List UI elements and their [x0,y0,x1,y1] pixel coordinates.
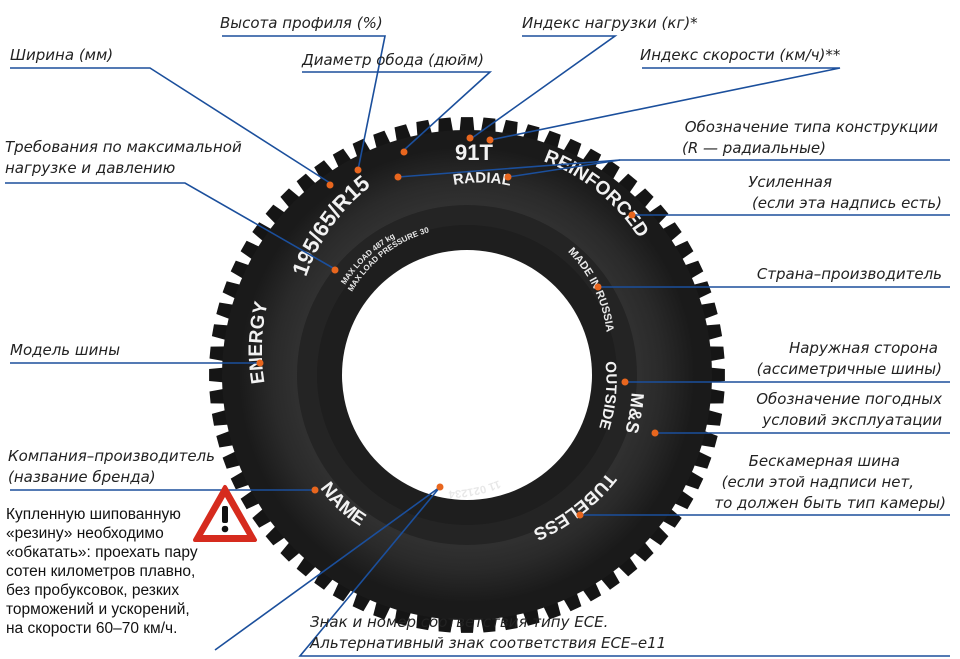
marker-radial [504,173,512,181]
marker-reinforced [628,211,636,219]
label-country: Страна–производитель [757,265,942,283]
warning-line: на скорости 60–70 км/ч. [6,620,178,637]
marker-model [256,359,264,367]
leader-profile [222,35,386,171]
marker-outside [621,378,629,386]
warning-line: Купленную шипованную [6,506,181,523]
warning-line: без пробуксовок, резких [6,582,180,599]
label-construction-line1: Обозначение типа конструкции [685,118,939,136]
leader-lines [5,35,950,657]
label-reinforced-line1: Усиленная [748,173,832,191]
tyre [209,117,725,633]
leader-rim [302,71,493,151]
leader-warning [214,486,441,651]
label-brand-line2: (название бренда) [8,468,156,486]
marker-speed [486,136,494,144]
label-width: Ширина (мм) [10,46,113,64]
marker-load [466,134,474,142]
label-ece-line2: Альтернативный знак соответствия ECE–e11 [309,634,666,652]
label-tubeless-line1: Бескамерная шина [749,452,900,470]
label-speed-index: Индекс скорости (км/ч)** [640,46,841,64]
warning-line: «резину» необходимо [6,525,164,542]
marker-dots [256,134,659,519]
label-load-index: Индекс нагрузки (кг)* [522,14,698,32]
tyre-load-speed-text: 91T [455,140,493,165]
label-brand-line1: Компания–производитель [8,447,215,465]
tyre-radial-text: RADIAL [452,170,513,190]
marker-ece [436,483,444,491]
rim-hole [342,250,592,500]
marker-max-load [331,266,339,274]
leader-radial-dot [507,159,621,178]
label-weather-line1: Обозначение погодных [756,390,942,408]
marker-profile [354,166,362,174]
warning-line: «обкатать»: проехать пару [6,544,198,561]
marker-rim [400,148,408,156]
label-outside-line2: (ассиметричные шины) [757,360,942,378]
marker-construction [394,173,402,181]
warning-line: торможений и ускорений, [6,601,190,618]
marker-tubeless [576,511,584,519]
label-weather-line2: условий эксплуатации [761,411,942,429]
warning-triangle-icon [193,485,257,542]
leader-ece [298,486,950,657]
label-outside-line1: Наружная сторона [789,339,938,357]
warning-note: Купленную шипованную «резину» необходимо… [6,505,218,638]
leader-max-load [5,182,334,269]
label-rim: Диаметр обода (дюйм) [301,51,484,69]
label-max-load-line1: Требования по максимальной [5,138,242,156]
label-construction-line2: (R — радиальные) [682,139,826,157]
marker-width [326,181,334,189]
marker-brand [311,486,319,494]
label-profile: Высота профиля (%) [220,14,383,32]
marker-country [594,283,602,291]
label-tubeless-line2: (если этой надписи нет, [722,473,914,491]
label-max-load-line2: нагрузке и давлению [5,159,175,177]
warning-line: сотен километров плавно, [6,563,196,580]
label-tubeless-line3: то должен быть тип камеры) [714,494,946,512]
label-ece-line1: Знак и номер соответствия типу ECE. [310,613,608,631]
leader-load [471,35,618,139]
label-reinforced-line2: (если эта надпись есть) [752,194,942,212]
labels: Ширина (мм) Высота профиля (%) Диаметр о… [5,14,946,652]
marker-weather [651,429,659,437]
label-model: Модель шины [10,341,120,359]
leader-speed [489,67,841,141]
leader-width [10,67,331,184]
